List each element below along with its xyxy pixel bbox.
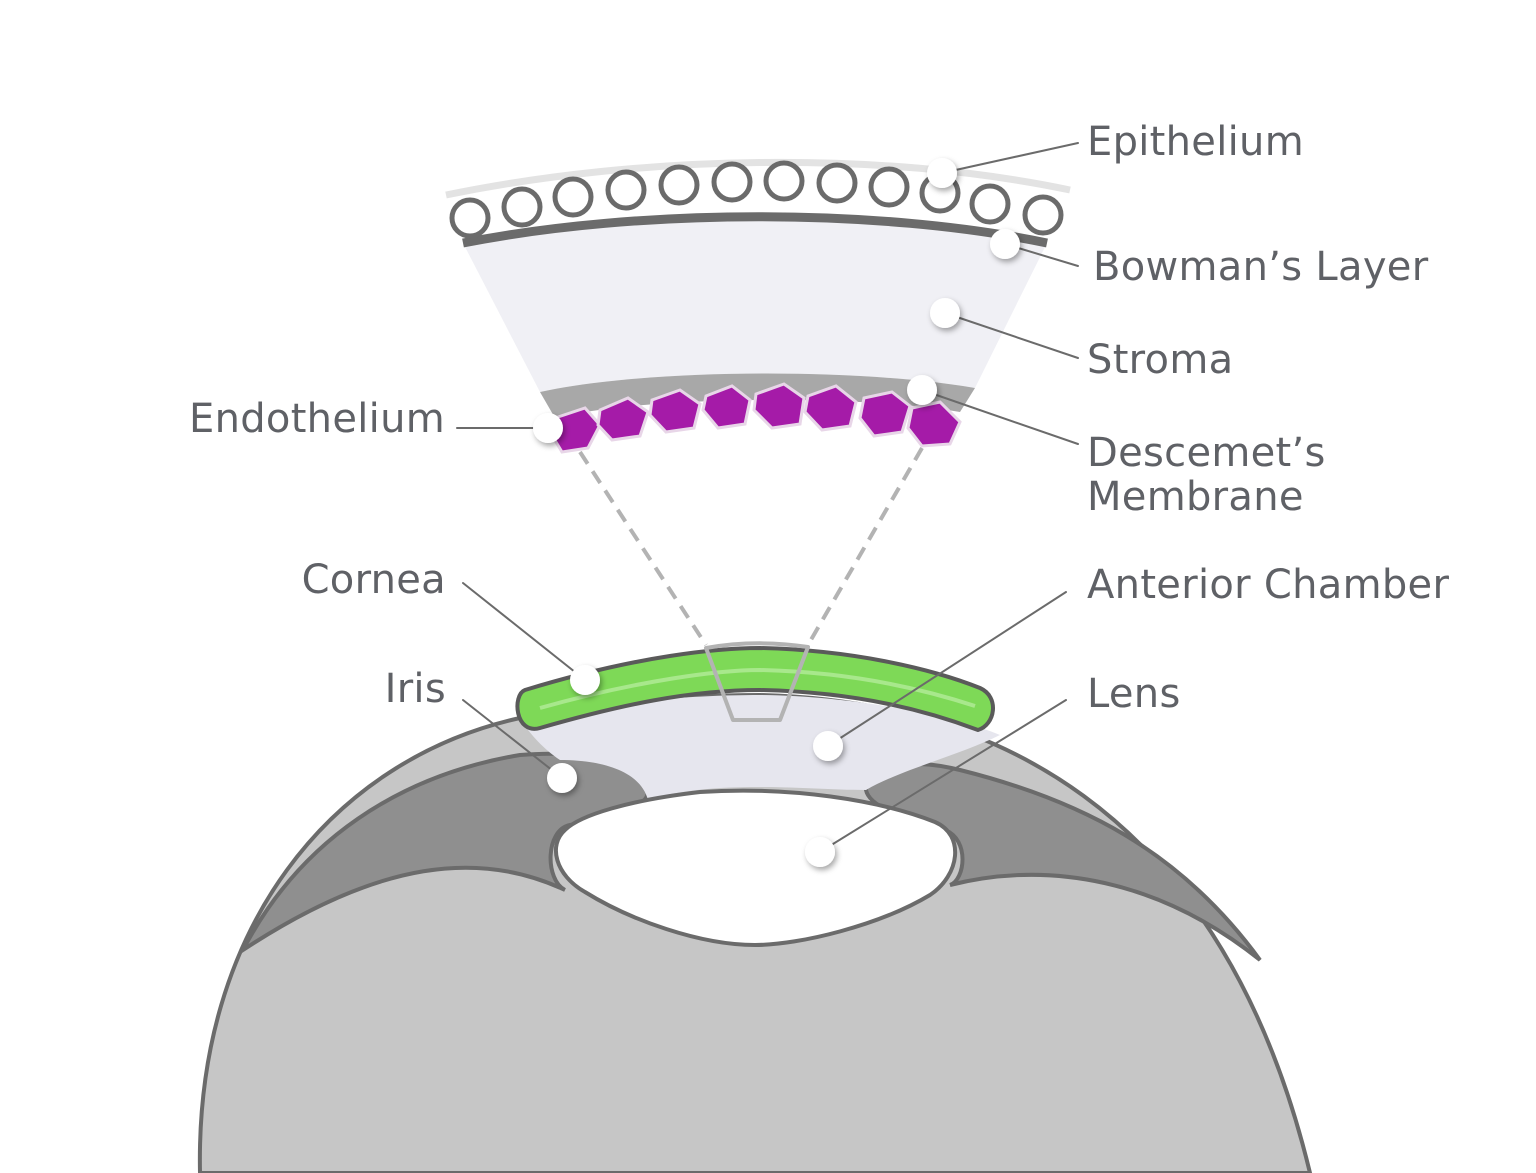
cornea-inner-line <box>539 667 976 710</box>
magnified-cornea-layers <box>445 158 1071 454</box>
epithelial-cell <box>449 197 491 239</box>
endothelial-cell <box>648 388 702 434</box>
bowmans-layer-dot <box>990 229 1020 259</box>
eye-cross-section <box>197 641 1313 1173</box>
label-bowmans-layer: Bowman’s Layer <box>1093 244 1429 290</box>
label-cornea: Cornea <box>301 557 446 603</box>
callout-dots <box>533 158 1020 867</box>
label-anterior-chamber: Anterior Chamber <box>1087 562 1450 608</box>
anterior-chamber-dot <box>813 731 843 761</box>
epithelial-cell <box>816 162 858 204</box>
epithelial-cell <box>501 186 543 228</box>
endothelial-cell <box>701 384 752 430</box>
epithelial-cell <box>552 176 594 218</box>
stroma-layer <box>463 216 1047 392</box>
bowmans-layer <box>462 212 1048 248</box>
epithelial-cell <box>969 183 1011 225</box>
endothelial-cell <box>803 384 858 432</box>
cornea <box>515 646 995 732</box>
epithelial-cell <box>868 166 910 208</box>
label-descemets-line1: Descemet’s <box>1087 430 1326 476</box>
label-stroma: Stroma <box>1087 337 1234 383</box>
label-endothelium: Endothelium <box>189 396 445 442</box>
label-lens: Lens <box>1087 671 1181 717</box>
zoom-region-box <box>704 641 810 722</box>
epithelial-cell <box>1022 194 1064 236</box>
label-iris: Iris <box>384 666 446 712</box>
cornea-dot <box>570 665 600 695</box>
label-descemets-line2: Membrane <box>1087 474 1304 520</box>
lens-dot <box>805 837 835 867</box>
epithelial-cell <box>605 169 647 211</box>
endothelium-dot <box>533 413 563 443</box>
epithelium-dot <box>927 158 957 188</box>
epithelial-cell <box>763 160 805 202</box>
epithelial-cell <box>711 161 753 203</box>
epithelial-cell <box>658 164 700 206</box>
endothelial-cell <box>858 390 912 438</box>
epithelium-surface <box>445 158 1071 199</box>
zoom-lines <box>578 446 924 647</box>
descemets-membrane-dot <box>907 375 937 405</box>
stroma-dot <box>930 298 960 328</box>
endothelial-cells <box>548 382 962 454</box>
iris-dot <box>547 763 577 793</box>
anterior-chamber <box>520 695 1000 800</box>
label-epithelium: Epithelium <box>1087 119 1304 165</box>
endothelial-cell <box>596 396 650 442</box>
leader-lines <box>456 142 1079 853</box>
endothelial-cell <box>752 382 806 430</box>
endothelial-cell <box>906 400 962 448</box>
epithelial-cells <box>449 160 1064 239</box>
